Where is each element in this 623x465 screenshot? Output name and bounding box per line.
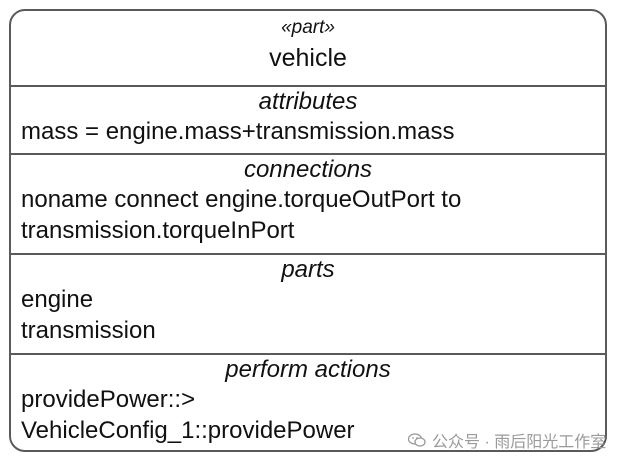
- wechat-icon: [408, 433, 426, 447]
- block-stereotype: «part»: [281, 17, 335, 38]
- perform-action-line-1: providePower::>: [21, 386, 196, 413]
- watermark-text: 公众号 · 雨后阳光工作室: [432, 434, 607, 451]
- connections-compartment: connections noname connect engine.torque…: [11, 153, 605, 255]
- part-block: «part» vehicle attributes mass = engine.…: [9, 9, 607, 452]
- perform-actions-compartment: perform actions providePower::> VehicleC…: [11, 353, 605, 450]
- attributes-title: attributes: [258, 88, 358, 115]
- parts-title: parts: [281, 256, 335, 283]
- connections-title: connections: [243, 156, 373, 183]
- connection-line-1: noname connect engine.torqueOutPort to: [21, 186, 462, 213]
- part-line-engine: engine: [21, 286, 94, 313]
- block-header: «part» vehicle: [11, 11, 605, 85]
- watermark: 公众号 · 雨后阳光工作室: [408, 428, 606, 452]
- perform-actions-title: perform actions: [225, 356, 391, 383]
- attributes-compartment: attributes mass = engine.mass+transmissi…: [11, 85, 605, 155]
- part-line-transmission: transmission: [21, 317, 156, 344]
- perform-action-line-2: VehicleConfig_1::providePower: [21, 417, 355, 444]
- attribute-line: mass = engine.mass+transmission.mass: [21, 118, 455, 145]
- block-name: vehicle: [269, 44, 347, 72]
- parts-compartment: parts engine transmission: [11, 253, 605, 355]
- connection-line-2: transmission.torqueInPort: [21, 217, 295, 244]
